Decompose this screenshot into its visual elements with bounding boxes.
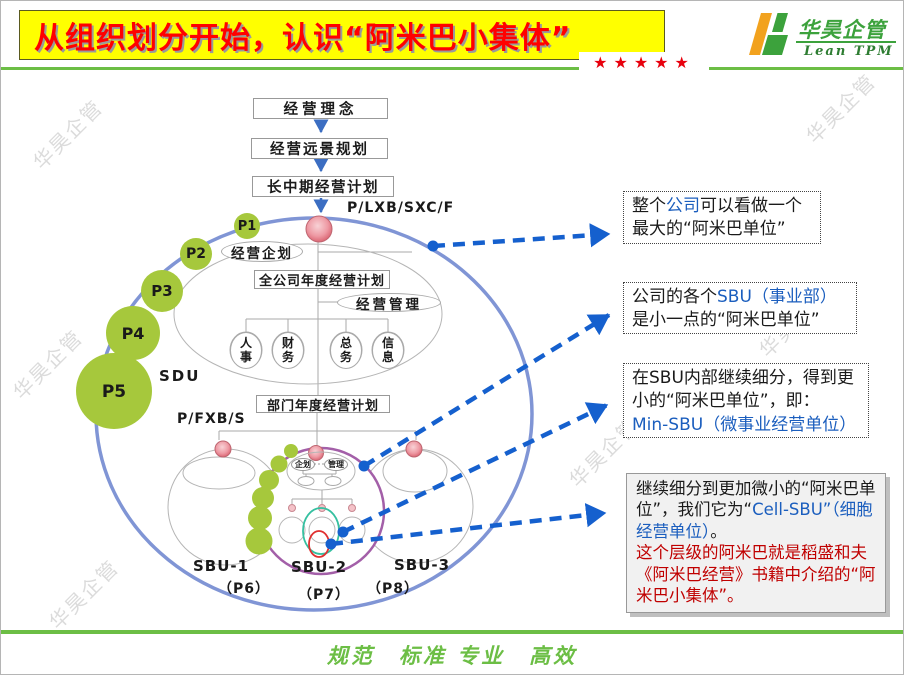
arrow-origin-dot [325,538,337,550]
footer-slogan: 规范 标准 专业 高效 [326,644,578,668]
annotation-box-min-sbu: 在SBU内部继续细分，得到更小的“阿米巴单位”，即：Min-SBU（微事业经营单… [623,363,869,438]
logo-divider [796,41,896,43]
arrow-origin-dot [337,526,349,538]
min-sbu-circle [308,516,336,544]
dept-info-label: 信息 [381,335,394,364]
amoeba-chain-circle [284,444,298,458]
sbu3-circle [358,448,474,564]
p5-label: P5 [101,382,127,402]
sbu2-inner-bracket [302,470,337,478]
dept-general-label: 总务 [339,335,352,364]
min-sbu-highlight-ellipse [302,507,340,555]
sdu-label: SDU [159,367,201,385]
arrow-origin-dot [358,460,370,472]
dept-code-label: P/FXB/S [177,411,246,427]
annotation-box-company: 整个公司可以看做一个最大的“阿米巴单位” [623,191,821,244]
sbu3-name-label: SBU-3 [393,556,451,574]
annotation-arrow-2 [362,313,611,468]
p1-label: P1 [237,219,257,234]
sbu2-p-label: （P7） [297,587,350,603]
sbu2-tiny-ellipse [324,476,342,486]
sbu1-name-label: SBU-1 [192,557,250,575]
dept-info: 信息 [372,332,404,369]
p4-label: P4 [121,324,145,343]
logo-orange-bar [749,13,772,55]
amoeba-chain-circle [259,470,279,490]
annotation-box-sbu: 公司的各个SBU（事业部）是小一点的“阿米巴单位” [623,282,857,334]
sbu1-p-label: （P6） [217,581,270,597]
company-annual-plan-box: 全公司年度经营计划 [254,270,390,289]
sbu3-inner-ellipse [382,449,448,493]
org-connector-lines [245,242,412,395]
top-code-label: P/LXB/SXC/F [347,200,455,216]
rating-stars: ★★★★★ [579,52,709,73]
dept-finance: 财务 [272,332,304,369]
amoeba-chain-circle [270,455,288,473]
sbu2-management-ellipse: 管理 [324,458,348,471]
dept-general: 总务 [330,332,362,369]
mini-node-sphere [318,504,326,512]
min-sbu-circle [278,516,306,544]
cell-sbu-highlight-ellipse [308,530,330,558]
flow-box-midlong-plan: 长中期经营计划 [252,176,394,197]
sbu1-node-sphere [214,440,232,458]
watermark-text: 华昊企管 [44,554,124,635]
sbu2-circle [256,446,386,576]
dept-finance-label: 财务 [281,335,294,364]
arrow-origin-dot [427,240,439,252]
annotation-box-cell-sbu: 继续细分到更加微小的“阿米巴单位”，我们它为“Cell-SBU”（细胞经营单位）… [626,473,886,613]
logo-green-upper-bar [772,13,788,32]
planning-ellipse: 经营企划 [221,241,303,262]
min-sbu-circle [338,516,366,544]
flow-box-vision-plan: 经营远景规划 [251,138,388,159]
dept-hr-label: 人事 [239,335,252,364]
p2-label: P2 [185,246,206,262]
page-title: 从组织划分开始，认识“阿米巴小集体” [34,21,572,56]
sbu2-tiny-ellipse [297,476,315,486]
sbu-bracket-lines [218,412,417,445]
sbu2-name-label: SBU-2 [290,558,348,576]
sbu1-circle [167,448,285,566]
company-management-ellipse [173,243,443,385]
annotation-arrow-4 [330,503,607,547]
mini-node-sphere [348,504,356,512]
management-ellipse: 经营管理 [337,293,441,313]
footer-separator-line [1,630,903,634]
header-separator-line [1,67,903,70]
watermark-text: 华昊企管 [8,324,88,405]
company-node-sphere [305,215,333,243]
sbu2-lower-bracket [291,490,353,504]
logo-subtitle: Lean TPM [804,44,894,59]
title-bar: 从组织划分开始，认识“阿米巴小集体” [19,10,665,60]
sbu1-inner-ellipse [182,456,256,490]
sbu3-p-label: （P8） [366,581,419,597]
logo-company-name: 华昊企管 [798,18,886,42]
flow-box-philosophy: 经营理念 [253,98,388,119]
sbu2-planning-ellipse: 企划 [291,458,315,471]
mini-node-sphere [288,504,296,512]
annotation-arrow-1 [432,223,611,249]
dept-hr: 人事 [230,332,262,369]
dept-annual-plan-box: 部门年度经营计划 [256,395,390,414]
logo-green-lower-bar [762,35,788,55]
amoeba-chain-circle [252,487,274,509]
amoeba-chain-circle [248,506,272,530]
p3-label: P3 [151,282,173,300]
amoeba-chain-circle [245,527,273,555]
watermark-text: 华昊企管 [28,94,108,175]
sbu3-node-sphere [405,440,423,458]
watermark-text: 华昊企管 [801,68,881,149]
company-logo-icon [749,13,788,55]
